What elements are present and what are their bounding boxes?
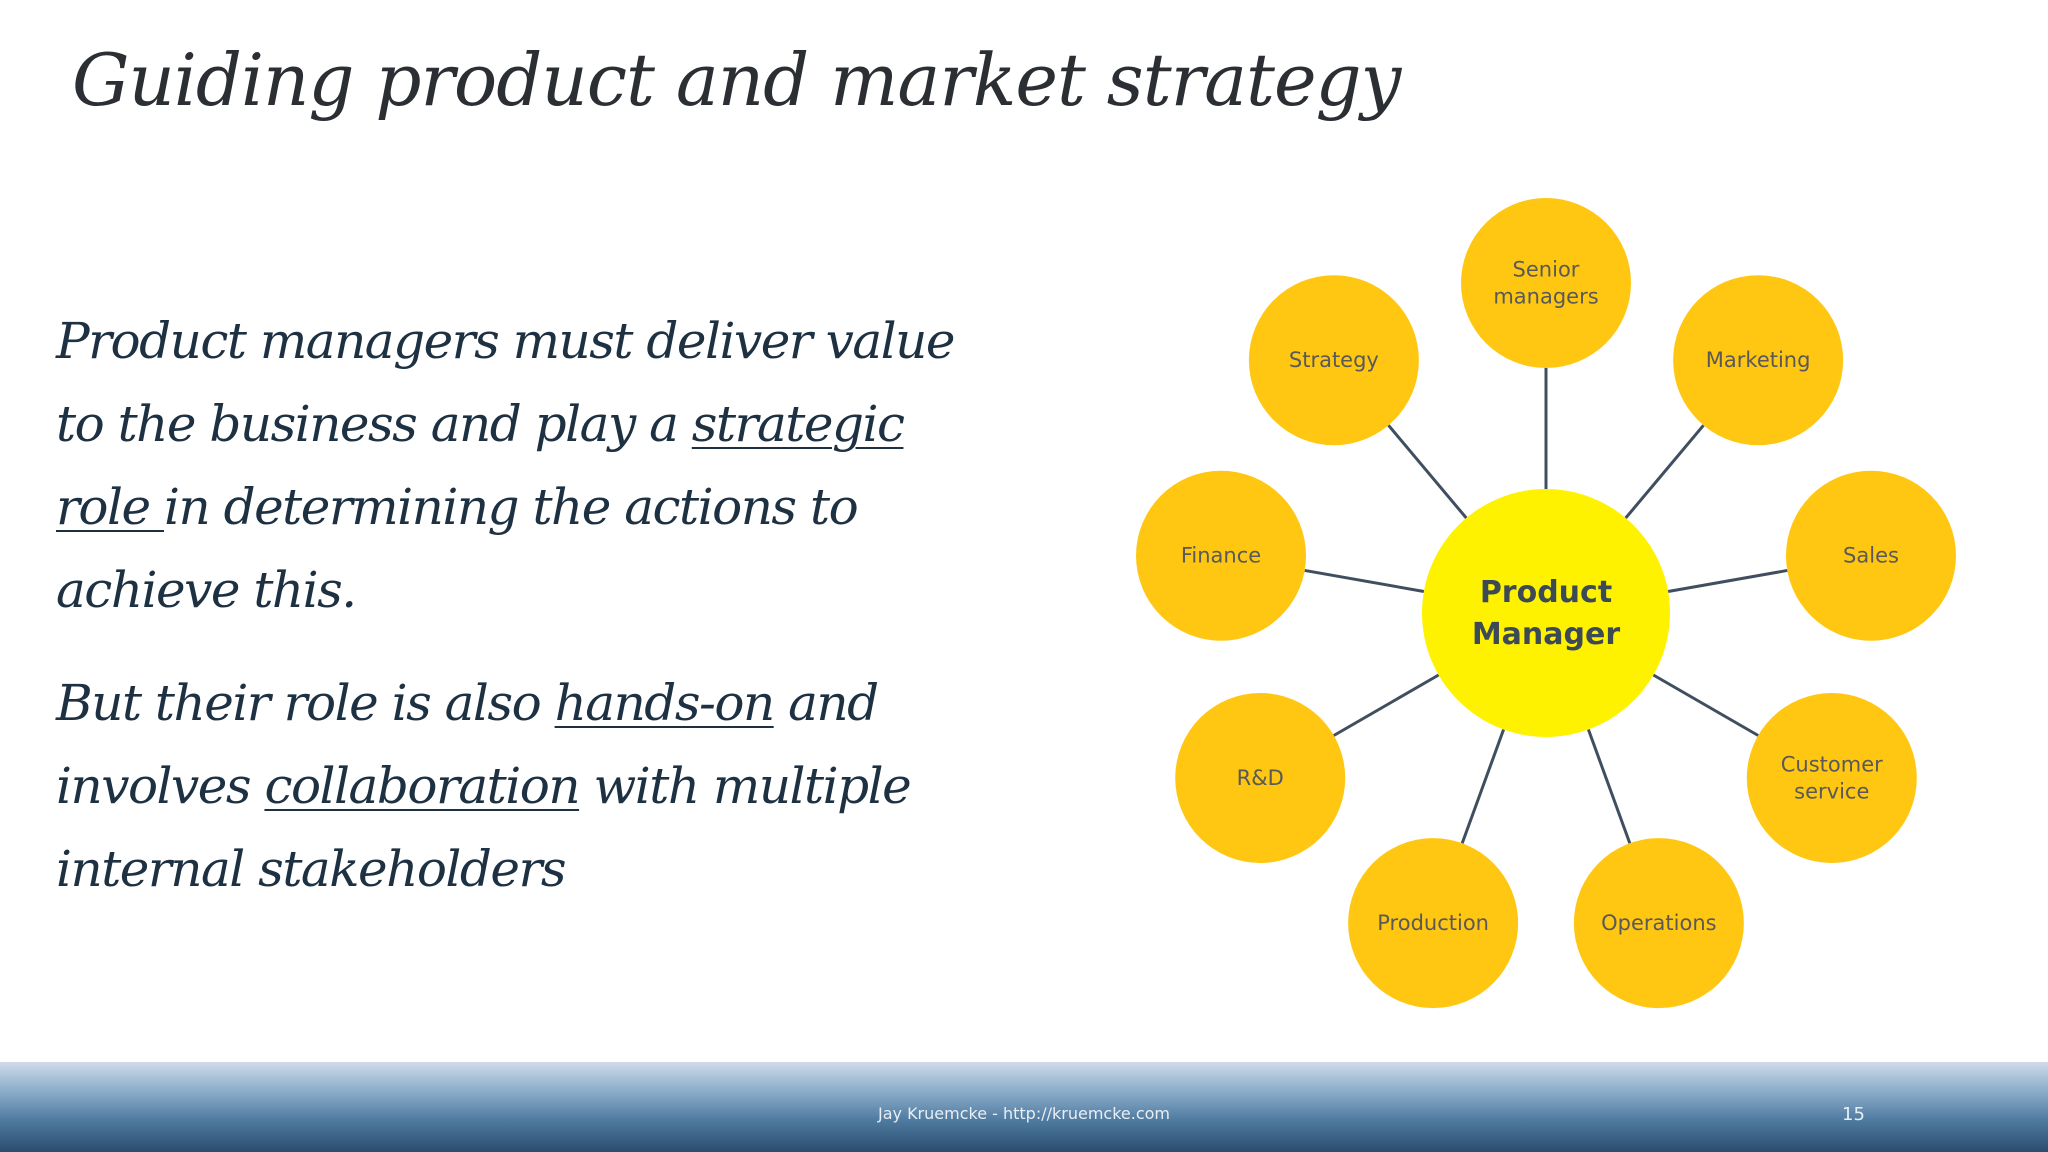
connector-production [1460, 729, 1505, 844]
node-strategy: Strategy [1248, 275, 1419, 446]
connector-customer-service [1652, 673, 1759, 737]
node-circle-marketing [1673, 275, 1844, 446]
connector-strategy [1387, 424, 1468, 519]
body-paragraph: Product managers must deliver value to t… [56, 300, 976, 632]
node-label-production: Production [1377, 911, 1489, 935]
slide-number: 15 [1842, 1104, 1865, 1125]
node-label-sales: Sales [1843, 544, 1899, 568]
node-circle-senior-managers [1461, 198, 1631, 368]
node-rnd: R&D [1175, 693, 1346, 863]
footer-band [0, 1062, 2048, 1152]
node-circle-production [1348, 838, 1519, 1009]
node-circle-customer-service [1746, 693, 1917, 863]
underlined-phrase: strategic role [56, 395, 905, 536]
node-label-marketing: Marketing [1706, 348, 1811, 372]
underlined-phrase: collaboration [264, 757, 580, 815]
slide-title: Guiding product and market strategy [72, 38, 1401, 122]
node-circle-strategy [1248, 275, 1419, 446]
node-circle-sales [1785, 470, 1956, 641]
node-senior-managers: Senior managers [1461, 198, 1631, 368]
text-run: in determining the actions to achieve th… [56, 478, 859, 619]
connector-sales [1667, 568, 1788, 593]
text-run: But their role is also [56, 674, 555, 732]
connector-finance [1304, 568, 1425, 593]
node-production: Production [1348, 838, 1519, 1009]
node-circle-finance [1136, 470, 1307, 641]
footer-text: Jay Kruemcke - http://kruemcke.com [877, 1104, 1171, 1123]
text-run: Product managers must deliver value to t… [56, 312, 955, 453]
node-marketing: Marketing [1673, 275, 1844, 446]
node-label-senior-managers: Senior [1513, 258, 1580, 282]
node-label-rnd: R&D [1237, 766, 1284, 790]
center-node-label: Product [1480, 575, 1612, 610]
connector-operations [1587, 729, 1632, 844]
node-customer-service: Customer service [1746, 693, 1917, 863]
node-label-strategy: Strategy [1289, 348, 1379, 372]
node-operations: Operations [1573, 838, 1744, 1009]
node-label-customer-service: Customer [1781, 753, 1883, 777]
node-label-senior-managers: managers [1493, 285, 1598, 309]
node-label-operations: Operations [1601, 911, 1716, 935]
body-paragraph: But their role is also hands-on and invo… [56, 662, 976, 911]
connector-rnd [1333, 673, 1440, 737]
body-text: Product managers must deliver value to t… [56, 300, 976, 941]
text-run: with multiple internal stakeholders [56, 757, 912, 898]
text-run: and involves [56, 674, 879, 815]
node-finance: Finance [1136, 470, 1307, 641]
node-circle-operations [1573, 838, 1744, 1009]
center-node-circle [1422, 489, 1670, 737]
node-label-customer-service: service [1794, 780, 1869, 804]
node-circle-rnd [1175, 693, 1346, 863]
node-sales: Sales [1785, 470, 1956, 641]
connector-marketing [1624, 424, 1705, 519]
node-label-finance: Finance [1181, 544, 1261, 568]
center-node-label: Manager [1472, 617, 1621, 652]
underlined-phrase: hands-on [554, 674, 776, 732]
